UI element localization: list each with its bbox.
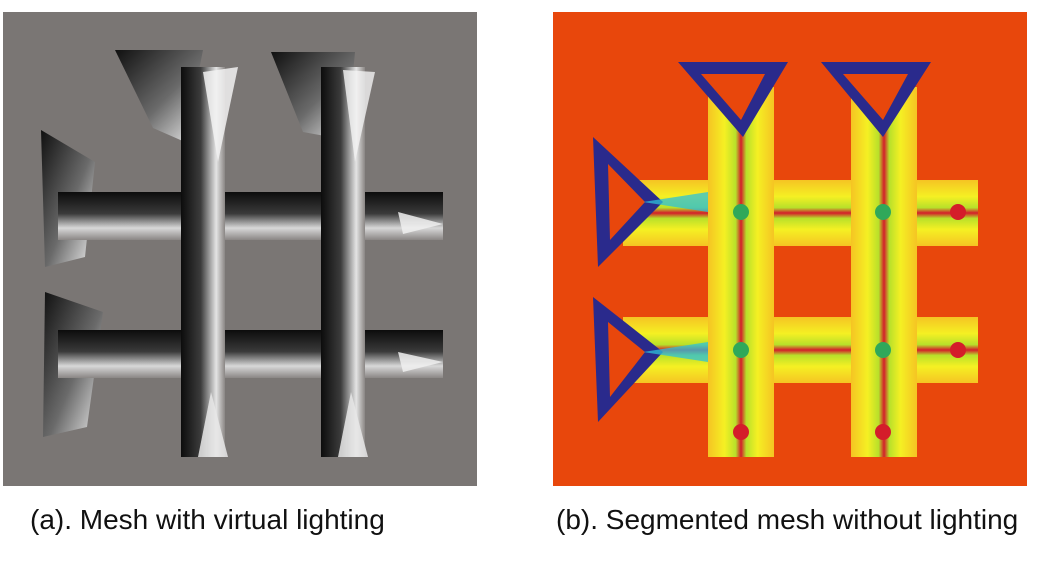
shaded-mesh-image [3,12,477,486]
figure-panel-a [3,12,477,486]
segmented-mesh-image [553,12,1027,486]
caption-panel-b: (b). Segmented mesh without lighting [556,504,1019,535]
figure-panel-b [553,12,1027,486]
caption-panel-a: (a). Mesh with virtual lighting [30,504,385,535]
